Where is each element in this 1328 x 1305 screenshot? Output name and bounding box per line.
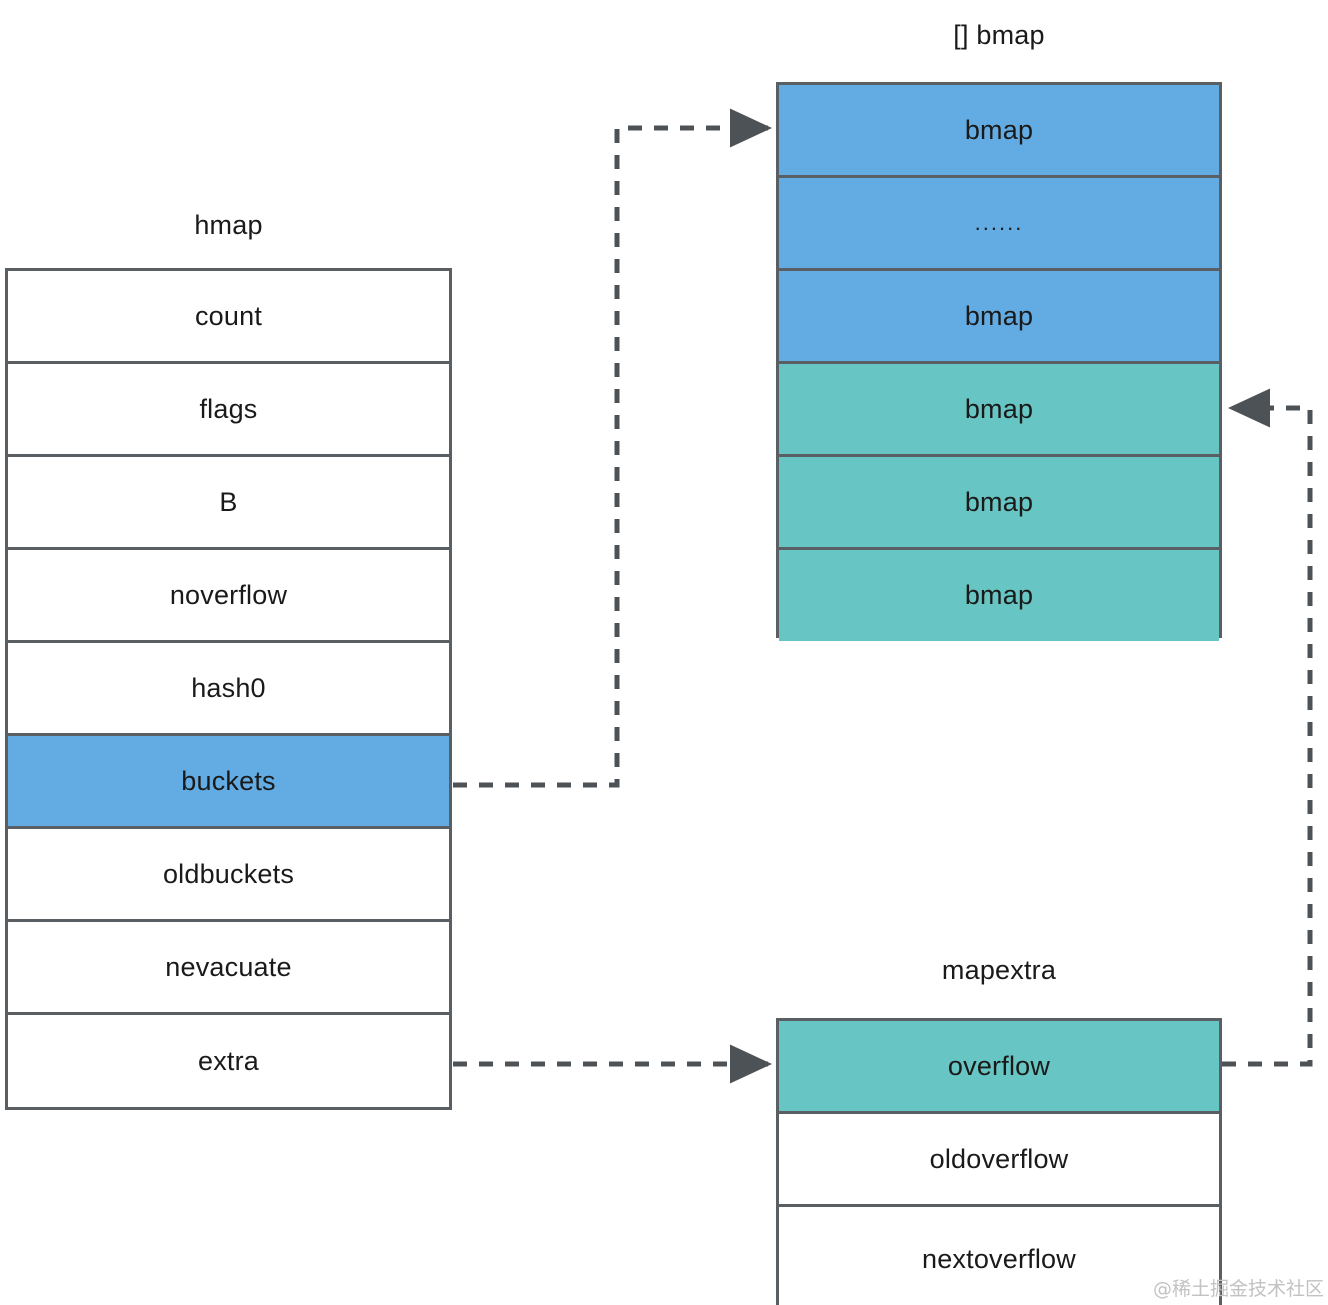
bmap-cell-2[interactable]: bmap: [779, 271, 1219, 364]
bmap-cell-5-label: bmap: [964, 580, 1034, 610]
hmap-field-nevacuate[interactable]: nevacuate: [8, 922, 449, 1015]
watermark: @稀土掘金技术社区: [1153, 1278, 1325, 1300]
bmap-array-struct: bmap ...... bmap bmap bmap bmap: [776, 82, 1222, 641]
hmap-field-oldbuckets[interactable]: oldbuckets: [8, 829, 449, 922]
bmap-cell-0-label: bmap: [964, 114, 1034, 145]
bmap-cell-5[interactable]: bmap: [779, 550, 1219, 641]
hmap-field-flags-label: flags: [199, 393, 258, 424]
mapextra-field-oldoverflow[interactable]: oldoverflow: [779, 1114, 1219, 1207]
hmap-struct: count flags B noverflow hash0 buckets ol…: [5, 268, 452, 1110]
hmap-field-b[interactable]: B: [8, 457, 449, 550]
mapextra-field-nextoverflow[interactable]: nextoverflow: [779, 1207, 1219, 1305]
mapextra-field-oldoverflow-label: oldoverflow: [929, 1143, 1069, 1174]
hmap-field-noverflow[interactable]: noverflow: [8, 550, 449, 643]
bmap-cell-1-label: ......: [974, 210, 1024, 235]
mapextra-field-overflow-label: overflow: [947, 1050, 1051, 1081]
hmap-field-b-label: B: [219, 486, 238, 517]
bmap-cell-2-label: bmap: [964, 300, 1034, 331]
mapextra-title: mapextra: [941, 955, 1057, 985]
hmap-field-buckets-label: buckets: [181, 765, 276, 796]
hmap-field-buckets[interactable]: buckets: [8, 736, 449, 829]
hmap-field-extra[interactable]: extra: [8, 1015, 449, 1107]
arrow-buckets-to-bmap: [453, 108, 773, 788]
bmap-cell-3[interactable]: bmap: [779, 364, 1219, 457]
hmap-field-count[interactable]: count: [8, 271, 449, 364]
hmap-field-count-label: count: [194, 300, 263, 331]
arrow-overflow-to-bmap: [1222, 388, 1313, 1067]
hmap-field-noverflow-label: noverflow: [169, 579, 288, 610]
bmap-cell-0[interactable]: bmap: [779, 85, 1219, 178]
bmap-cell-3-label: bmap: [964, 393, 1034, 424]
hmap-title: hmap: [194, 210, 263, 240]
bmap-cell-4-label: bmap: [964, 486, 1034, 517]
hmap-field-oldbuckets-label: oldbuckets: [162, 858, 295, 889]
mapextra-field-nextoverflow-label: nextoverflow: [922, 1243, 1076, 1274]
hmap-field-nevacuate-label: nevacuate: [165, 951, 292, 982]
hmap-field-hash0-label: hash0: [191, 672, 266, 703]
mapextra-struct: overflow oldoverflow nextoverflow: [776, 1018, 1222, 1305]
bmap-cell-1[interactable]: ......: [779, 178, 1219, 271]
hmap-field-flags[interactable]: flags: [8, 364, 449, 457]
hmap-field-extra-label: extra: [197, 1045, 260, 1076]
bmap-cell-4[interactable]: bmap: [779, 457, 1219, 550]
mapextra-field-overflow[interactable]: overflow: [779, 1021, 1219, 1114]
bmap-array-title: [] bmap: [953, 20, 1045, 50]
hmap-field-hash0[interactable]: hash0: [8, 643, 449, 736]
